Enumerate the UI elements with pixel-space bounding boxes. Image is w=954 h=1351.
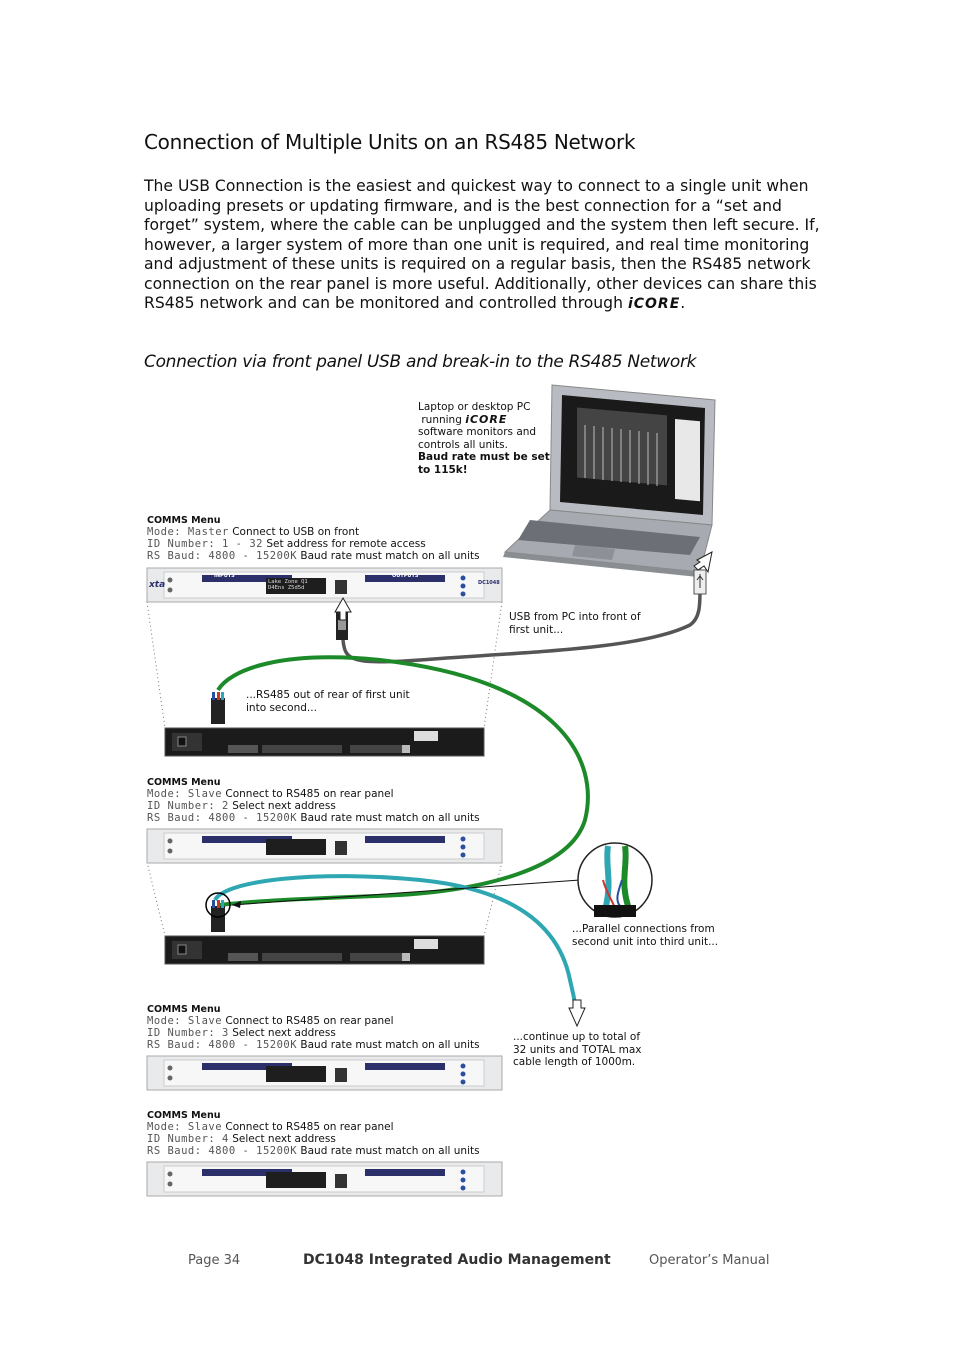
unit-outputs-label: OUTPUTS (392, 573, 418, 579)
callout-usb: USB from PC into front of first unit... (509, 611, 641, 636)
unit-lcd: Lake Zone Q1 D4Ens Z5d5d (268, 579, 308, 591)
callout-parallel: ...Parallel connections from second unit… (572, 923, 718, 948)
menu-lcd: ID Number: 4 (147, 1133, 229, 1145)
laptop-note-bold: to 115k! (418, 464, 558, 477)
comms-menu-1: COMMS Menu Mode: Master Connect to USB o… (147, 515, 480, 562)
callout-line: ...RS485 out of rear of first unit (246, 689, 410, 702)
menu-title: COMMS Menu (147, 777, 480, 788)
comms-menu-3: COMMS Menu Mode: Slave Connect to RS485 … (147, 1004, 480, 1051)
footer-product: DC1048 Integrated Audio Management (303, 1252, 611, 1268)
rear-unit-1 (165, 728, 484, 756)
rs485-connector-1 (211, 692, 225, 724)
parallel-connection-detail (578, 843, 652, 917)
comms-menu-2: COMMS Menu Mode: Slave Connect to RS485 … (147, 777, 480, 824)
zoom-pointer-line (232, 880, 580, 905)
menu-desc: Connect to RS485 on rear panel (225, 788, 393, 800)
menu-title: COMMS Menu (147, 515, 480, 526)
menu-title: COMMS Menu (147, 1004, 480, 1015)
menu-desc: Baud rate must match on all units (300, 1145, 479, 1157)
menu-desc: Baud rate must match on all units (300, 1039, 479, 1051)
callout-line: 32 units and TOTAL max (513, 1044, 641, 1057)
front-unit-1 (147, 568, 502, 602)
callout-line: USB from PC into front of (509, 611, 641, 624)
unit-lcd-line: D4Ens Z5d5d (268, 585, 308, 591)
menu-lcd: Mode: Slave (147, 1015, 222, 1027)
unit-inputs-label: INPUTS (214, 573, 235, 579)
menu-lcd: ID Number: 2 (147, 800, 229, 812)
menu-desc: Baud rate must match on all units (300, 550, 479, 562)
icore-logo-small: iCORE (465, 414, 507, 427)
continue-down-arrow-icon (569, 1000, 585, 1026)
laptop-note-running: running (421, 414, 462, 426)
menu-desc: Select next address (232, 1027, 336, 1039)
menu-desc: Connect to RS485 on rear panel (225, 1121, 393, 1133)
footer-page: Page 34 (188, 1253, 240, 1268)
callout-rs485-out: ...RS485 out of rear of first unit into … (246, 689, 410, 714)
front-unit-2 (147, 829, 502, 863)
menu-lcd: Mode: Master (147, 526, 229, 538)
callout-line: into second... (246, 702, 410, 715)
laptop-usb-plug-icon (694, 570, 706, 594)
menu-desc: Baud rate must match on all units (300, 812, 479, 824)
menu-lcd: Mode: Slave (147, 1121, 222, 1133)
menu-desc: Connect to RS485 on rear panel (225, 1015, 393, 1027)
callout-line: cable length of 1000m. (513, 1056, 641, 1069)
laptop-note-bold: Baud rate must be set (418, 451, 558, 464)
unit-brand-logo: xta (149, 580, 165, 590)
callout-line: ...continue up to total of (513, 1031, 641, 1044)
menu-desc: Set address for remote access (266, 538, 425, 550)
laptop-note: Laptop or desktop PC running iCORE softw… (418, 401, 558, 476)
menu-lcd: RS Baud: 4800 - 15200K (147, 1039, 297, 1051)
laptop-note-line: controls all units. (418, 439, 558, 452)
menu-desc: Select next address (232, 800, 336, 812)
laptop-note-line-icore: running iCORE (418, 414, 558, 427)
menu-lcd: ID Number: 3 (147, 1027, 229, 1039)
laptop-note-line: Laptop or desktop PC (418, 401, 558, 414)
rear-unit-2 (165, 936, 484, 964)
menu-lcd: RS Baud: 4800 - 15200K (147, 812, 297, 824)
laptop-note-line: software monitors and (418, 426, 558, 439)
footer-manual: Operator’s Manual (649, 1253, 769, 1268)
menu-lcd: RS Baud: 4800 - 15200K (147, 550, 297, 562)
callout-line: ...Parallel connections from (572, 923, 718, 936)
menu-lcd: RS Baud: 4800 - 15200K (147, 1145, 297, 1157)
callout-line: first unit... (509, 624, 641, 637)
front-unit-3 (147, 1056, 502, 1090)
front-unit-4 (147, 1162, 502, 1196)
menu-desc: Connect to USB on front (232, 526, 359, 538)
menu-desc: Select next address (232, 1133, 336, 1145)
menu-title: COMMS Menu (147, 1110, 480, 1121)
comms-menu-4: COMMS Menu Mode: Slave Connect to RS485 … (147, 1110, 480, 1157)
callout-line: second unit into third unit... (572, 936, 718, 949)
menu-lcd: Mode: Slave (147, 788, 222, 800)
callout-continue: ...continue up to total of 32 units and … (513, 1031, 641, 1069)
menu-lcd: ID Number: 1 - 32 (147, 538, 263, 550)
unit-model: DC1048 (478, 580, 500, 586)
